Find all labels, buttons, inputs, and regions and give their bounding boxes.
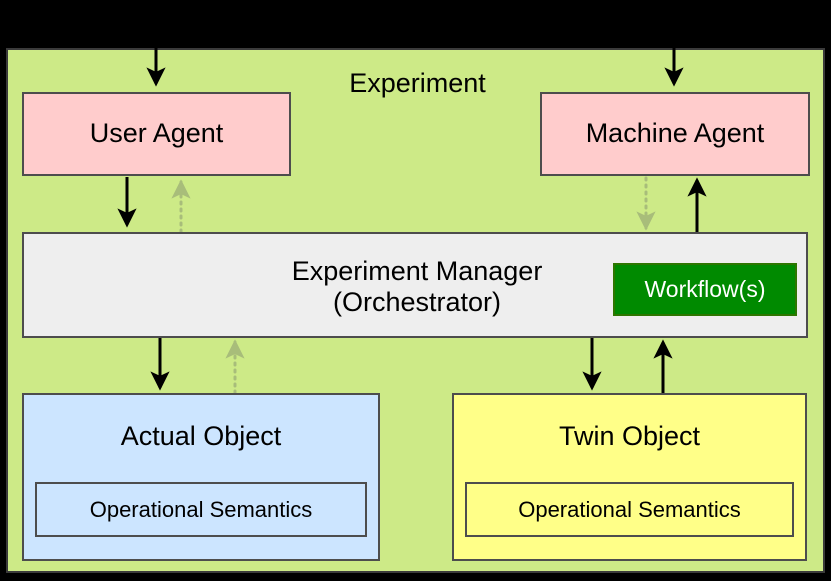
workflows-label: Workflow(s) [644, 276, 766, 303]
actual-object-operational-semantics[interactable]: Operational Semantics [35, 482, 367, 537]
node-user-agent[interactable]: User Agent [22, 92, 291, 176]
twin-object-label: Twin Object [558, 421, 701, 451]
actual-object-operational-semantics-label: Operational Semantics [89, 496, 313, 522]
twin-object-operational-semantics-label: Operational Semantics [518, 496, 741, 522]
actual-object-label: Actual Object [120, 421, 282, 451]
experiment-manager-label-line2: (Orchestrator) [332, 287, 502, 318]
node-twin-object[interactable]: Twin Object Operational Semantics [452, 393, 807, 561]
node-machine-agent[interactable]: Machine Agent [540, 92, 810, 176]
experiment-manager-label-line1: Experiment Manager [291, 256, 543, 286]
twin-object-operational-semantics[interactable]: Operational Semantics [465, 482, 794, 537]
user-agent-label: User Agent [89, 118, 224, 149]
experiment-manager-label: Experiment Manager (Orchestrator) [24, 256, 810, 318]
node-actual-object[interactable]: Actual Object Operational Semantics [22, 393, 380, 561]
machine-agent-label: Machine Agent [585, 118, 765, 149]
node-experiment-manager[interactable]: Experiment Manager (Orchestrator) Workfl… [22, 232, 808, 338]
node-workflows[interactable]: Workflow(s) [613, 263, 797, 316]
experiment-title: Experiment [349, 68, 486, 98]
